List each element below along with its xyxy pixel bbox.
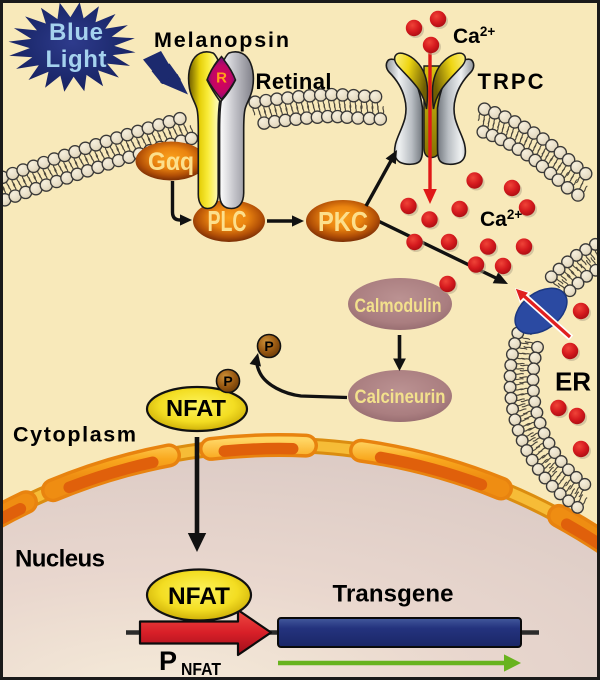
svg-text:Gαq: Gαq xyxy=(148,148,194,176)
svg-text:R: R xyxy=(216,70,227,87)
svg-text:P: P xyxy=(223,373,232,389)
svg-text:PLC: PLC xyxy=(208,206,247,238)
svg-text:P: P xyxy=(159,646,177,676)
svg-text:Light: Light xyxy=(46,46,107,73)
svg-text:Blue: Blue xyxy=(49,19,103,46)
svg-text:Transgene: Transgene xyxy=(333,581,454,608)
svg-text:NFAT: NFAT xyxy=(166,395,226,421)
svg-text:NFAT: NFAT xyxy=(181,659,221,679)
svg-text:Calcineurin: Calcineurin xyxy=(355,386,446,408)
svg-text:Cytoplasm: Cytoplasm xyxy=(13,423,136,447)
svg-text:P: P xyxy=(264,338,273,354)
svg-text:ER: ER xyxy=(555,367,591,397)
svg-text:Nucleus: Nucleus xyxy=(15,546,105,573)
svg-text:PKC: PKC xyxy=(318,206,368,237)
svg-text:NFAT: NFAT xyxy=(168,583,230,610)
svg-text:TRPC: TRPC xyxy=(478,69,544,94)
svg-text:Calmodulin: Calmodulin xyxy=(355,295,442,317)
svg-text:Melanopsin: Melanopsin xyxy=(154,28,289,52)
svg-text:Retinal: Retinal xyxy=(256,69,332,94)
